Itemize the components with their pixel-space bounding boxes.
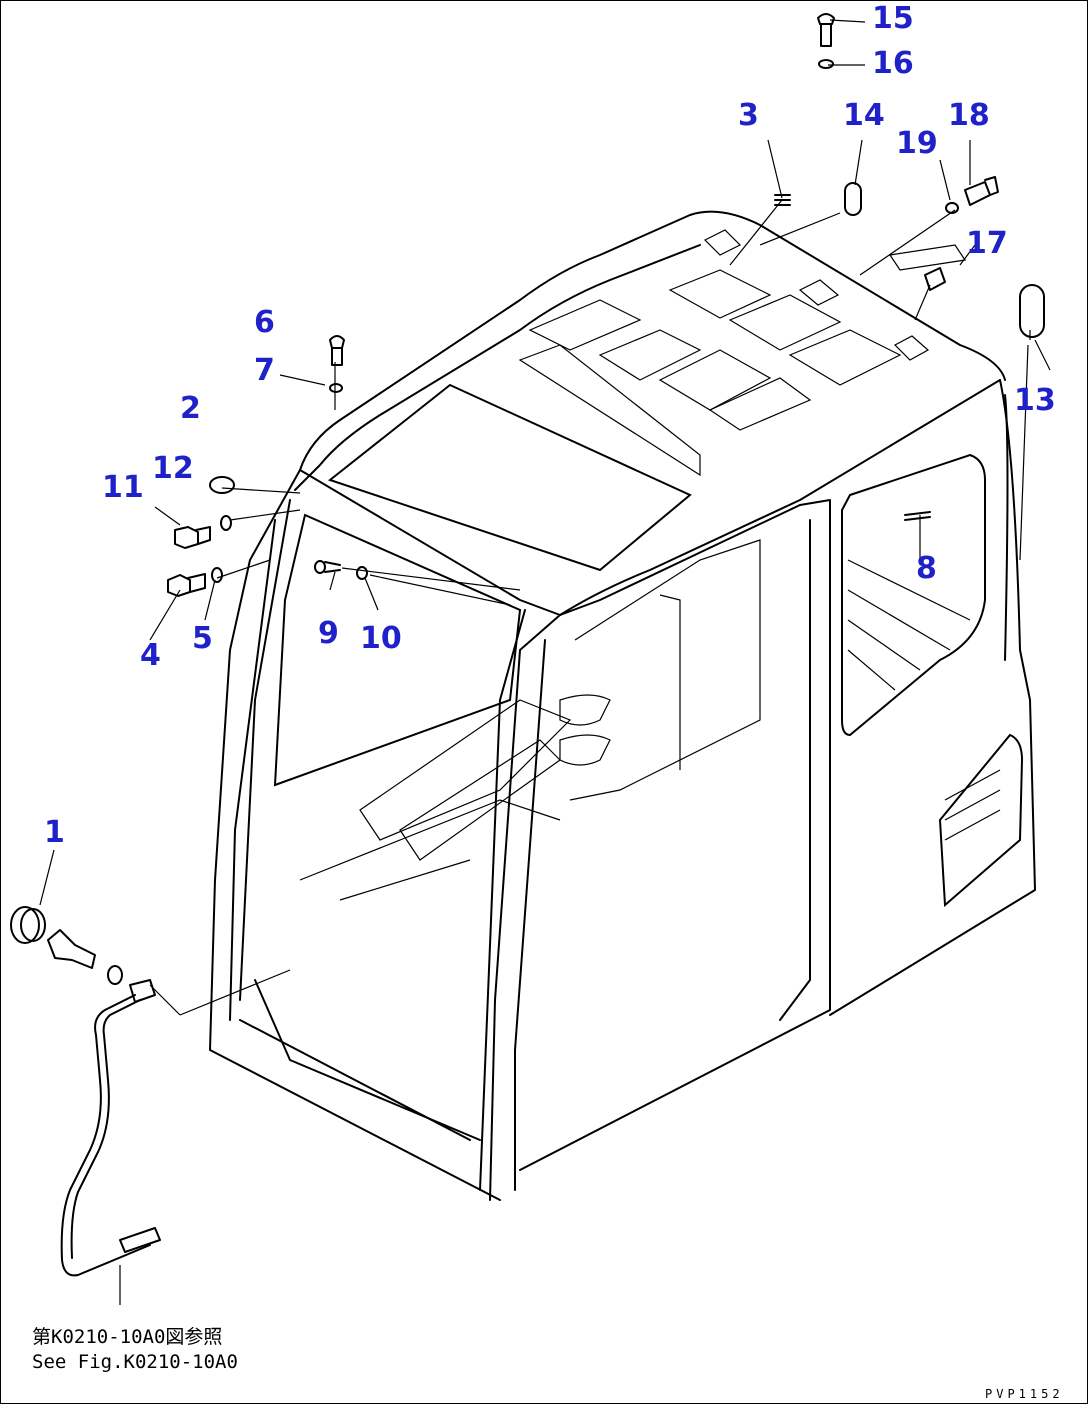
door-window [841, 453, 986, 737]
callout-5: 5 [192, 621, 213, 656]
leader-lines [39, 19, 1051, 1305]
callout-3: 3 [738, 98, 759, 133]
callout-10: 10 [360, 621, 402, 656]
callout-4: 4 [140, 638, 161, 673]
parts [10, 13, 1045, 1277]
reference-note-japanese: 第K0210-10A0図参照 [32, 1326, 222, 1348]
callout-17: 17 [966, 226, 1008, 261]
callout-9: 9 [318, 616, 339, 651]
callout-8: 8 [916, 551, 937, 586]
front-windshield [273, 513, 522, 787]
callout-labels: 1 2 3 4 5 6 7 8 9 10 11 12 13 14 15 16 1… [44, 1, 1056, 850]
cab-body [209, 210, 1036, 1201]
callout-6: 6 [254, 305, 275, 340]
roof-skylight [327, 383, 692, 572]
callout-7: 7 [254, 353, 275, 388]
reference-note-english: See Fig.K0210-10A0 [32, 1351, 238, 1373]
callout-2: 2 [180, 391, 201, 426]
callout-16: 16 [872, 46, 914, 81]
drawing-code: PVP1152 [985, 1387, 1064, 1401]
callout-12: 12 [152, 451, 194, 486]
callout-1: 1 [44, 815, 65, 850]
callout-13: 13 [1014, 383, 1056, 418]
callout-14: 14 [843, 98, 885, 133]
callout-18: 18 [948, 98, 990, 133]
callout-19: 19 [896, 126, 938, 161]
callout-15: 15 [872, 1, 914, 36]
callout-11: 11 [102, 470, 144, 505]
